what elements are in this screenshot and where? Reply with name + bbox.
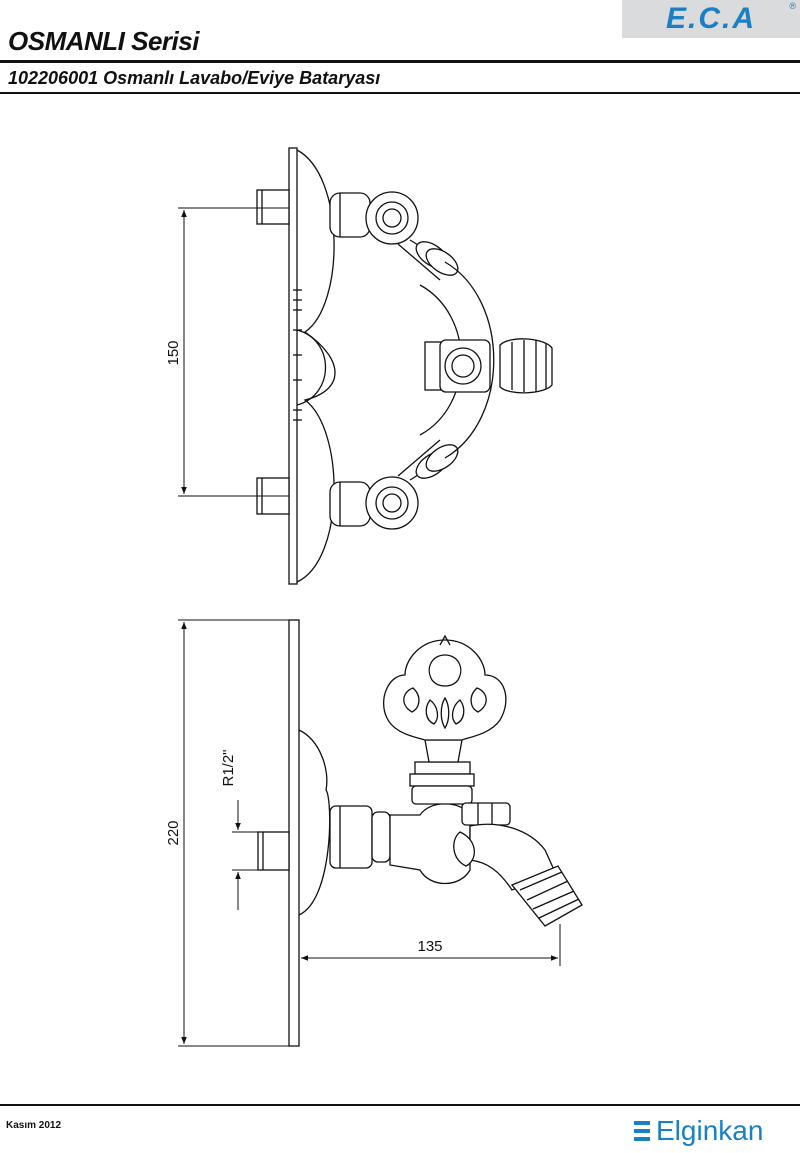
eca-logo: E.C.A ® [622,0,800,38]
elginkan-stripes-icon [634,1121,650,1143]
dimension-projection-label: 135 [417,938,442,955]
dimension-thread [232,800,258,910]
spout [469,823,556,891]
spout-end [499,338,553,394]
dimension-height-label: 220 [165,820,182,845]
footer-rule [0,1104,800,1106]
center-body [439,339,491,393]
side-flange [298,729,331,916]
bottom-elbow [365,476,419,530]
spout-nozzle [510,865,583,927]
dimension-spacing [178,207,289,497]
side-wall-plate [288,619,300,1047]
arc-body [444,261,495,459]
dimension-thread-label: R1/2" [220,749,237,786]
dimension-projection [301,924,561,966]
product-title: 102206001 Osmanlı Lavabo/Eviye Bataryası [8,68,381,88]
dimension-spacing-label: 150 [165,340,182,365]
valve-body [389,803,471,884]
side-view [257,619,583,1047]
series-title: OSMANLI Serisi [8,26,199,56]
title-rule [0,92,800,94]
diverter [461,802,511,826]
handle [383,634,507,741]
top-elbow [365,191,419,245]
top-flange [296,149,336,583]
eca-logo-text: E.C.A [665,2,756,35]
footer-date: Kasım 2012 [6,1120,62,1131]
header-rule [0,60,800,63]
top-view [256,147,553,585]
dimension-height [178,619,289,1047]
elginkan-logo-text: Elginkan [656,1115,764,1146]
wall-plate [288,147,298,585]
registered-mark: ® [789,1,796,11]
